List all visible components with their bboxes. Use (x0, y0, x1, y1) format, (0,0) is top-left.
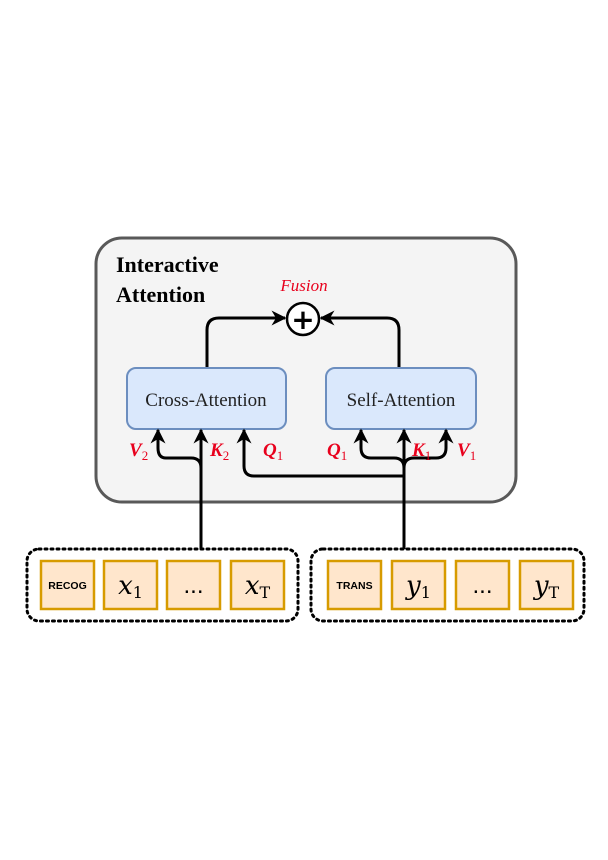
cross-q-label: Q1 (263, 440, 283, 463)
fusion-plus-symbol: + (291, 303, 314, 336)
fusion-add-icon (285, 301, 321, 337)
cross-q-arrow (236, 428, 404, 478)
self-q-label: Q1 (327, 440, 347, 463)
cross-k-label: K2 (209, 440, 229, 463)
y1-token (390, 559, 447, 611)
right-ellipsis-label: ... (472, 572, 492, 599)
yT-token (518, 559, 575, 611)
recog-token-label: RECOG (48, 580, 87, 592)
cross-v-label: V2 (129, 440, 148, 463)
x1-token-label: x1 (118, 571, 143, 602)
left-ellipsis-token (165, 559, 222, 611)
xT-token (229, 559, 286, 611)
self-v-label: V1 (457, 440, 476, 463)
cross-to-fusion-arrow (205, 310, 287, 368)
self-q-arrow (353, 428, 406, 469)
xT-token-label: xT (245, 571, 271, 602)
recog-token (39, 559, 96, 611)
left-sequence-group (25, 547, 300, 623)
self-to-fusion-arrow (319, 310, 401, 368)
self-v-arrow (402, 428, 454, 469)
trans-token (326, 559, 383, 611)
right-ellipsis-token (454, 559, 511, 611)
right-sequence-group (309, 547, 586, 623)
fusion-label: Fusion (279, 276, 327, 295)
x1-token (102, 559, 159, 611)
panel-title-line2: Attention (116, 282, 205, 307)
self-k-label: K1 (411, 440, 431, 463)
cross-attention-label: Cross-Attention (145, 390, 267, 411)
self-attention-label: Self-Attention (347, 390, 456, 411)
panel-title-line1: Interactive (116, 252, 219, 277)
cross-v-arrow (150, 428, 203, 469)
yT-token-label: yT (533, 571, 560, 602)
y1-token-label: y1 (405, 571, 431, 602)
left-ellipsis-label: ... (183, 572, 203, 599)
trans-token-label: TRANS (336, 580, 372, 592)
